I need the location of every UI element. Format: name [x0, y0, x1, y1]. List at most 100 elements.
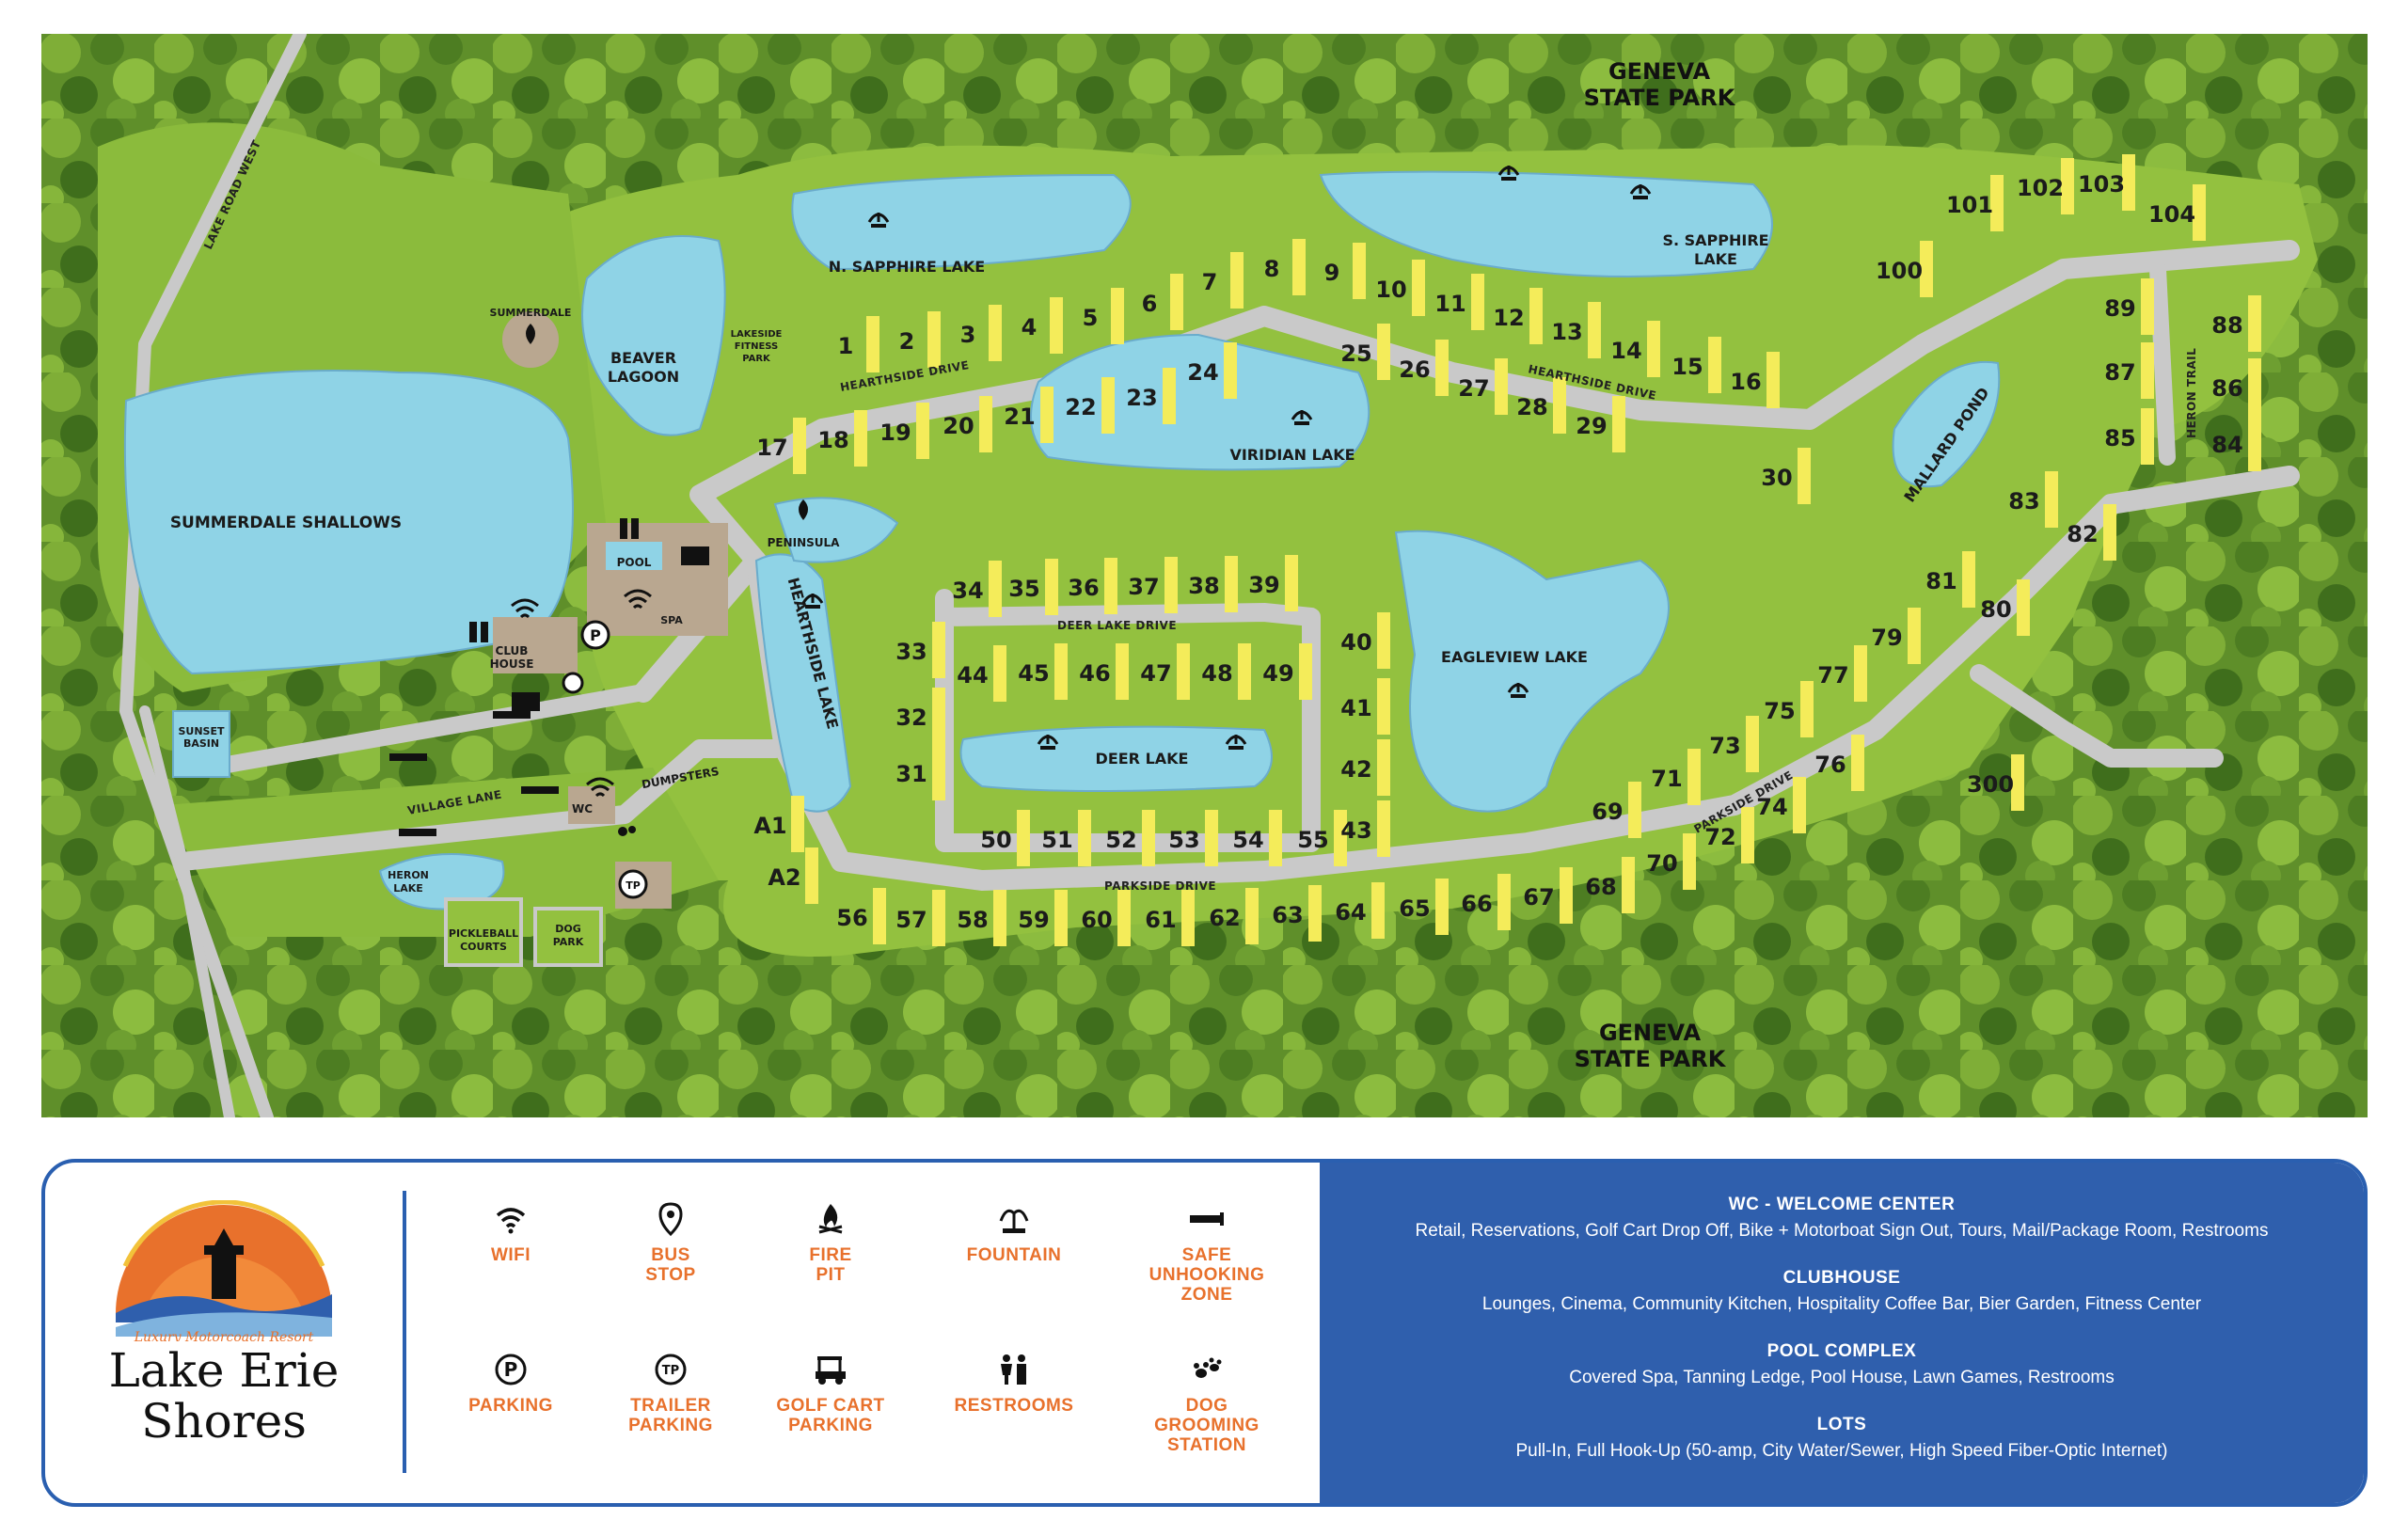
lot-label-58[interactable]: 58 — [957, 907, 988, 933]
lot-label-15[interactable]: 15 — [1671, 354, 1703, 380]
lot-label-28[interactable]: 28 — [1516, 394, 1547, 420]
lot-label-27[interactable]: 27 — [1458, 375, 1489, 402]
lot-label-30[interactable]: 30 — [1761, 465, 1792, 491]
lot-label-72[interactable]: 72 — [1704, 824, 1735, 850]
lot-label-67[interactable]: 67 — [1523, 884, 1554, 911]
lot-label-61[interactable]: 61 — [1145, 907, 1176, 933]
lot-label-82[interactable]: 82 — [2067, 521, 2098, 547]
lot-label-81[interactable]: 81 — [1925, 568, 1956, 594]
lot-label-47[interactable]: 47 — [1140, 660, 1171, 687]
lot-label-84[interactable]: 84 — [2211, 432, 2242, 458]
lot-label-44[interactable]: 44 — [957, 662, 988, 689]
lot-label-14[interactable]: 14 — [1610, 338, 1641, 364]
lot-label-42[interactable]: 42 — [1340, 756, 1371, 783]
lot-label-22[interactable]: 22 — [1065, 394, 1096, 420]
lot-label-35[interactable]: 35 — [1008, 576, 1039, 602]
lot-label-101[interactable]: 101 — [1946, 192, 1993, 218]
lot-label-52[interactable]: 52 — [1105, 827, 1136, 853]
lot-label-300[interactable]: 300 — [1967, 771, 2014, 798]
lot-label-7[interactable]: 7 — [1202, 269, 1218, 295]
lot-label-20[interactable]: 20 — [943, 413, 974, 439]
lot-label-73[interactable]: 73 — [1709, 733, 1740, 759]
lot-label-59[interactable]: 59 — [1018, 907, 1049, 933]
lot-label-64[interactable]: 64 — [1335, 899, 1366, 926]
lot-label-26[interactable]: 26 — [1399, 356, 1430, 383]
lot-label-74[interactable]: 74 — [1756, 794, 1787, 820]
lot-label-63[interactable]: 63 — [1272, 902, 1303, 928]
lot-label-103[interactable]: 103 — [2078, 171, 2125, 198]
lot-label-104[interactable]: 104 — [2148, 201, 2195, 228]
lot-label-8[interactable]: 8 — [1264, 256, 1280, 282]
lot-label-31[interactable]: 31 — [895, 761, 927, 787]
lot-label-51[interactable]: 51 — [1041, 827, 1072, 853]
lot-label-55[interactable]: 55 — [1297, 827, 1328, 853]
lot-pad-60 — [1117, 890, 1131, 946]
lot-label-45[interactable]: 45 — [1018, 660, 1049, 687]
lot-label-86[interactable]: 86 — [2211, 375, 2242, 402]
lot-label-49[interactable]: 49 — [1262, 660, 1293, 687]
lot-label-34[interactable]: 34 — [952, 578, 983, 604]
lot-label-75[interactable]: 75 — [1764, 698, 1795, 724]
lot-label-12[interactable]: 12 — [1493, 305, 1524, 331]
lot-label-A1[interactable]: A1 — [753, 813, 786, 839]
lot-label-5[interactable]: 5 — [1083, 305, 1099, 331]
lot-label-102[interactable]: 102 — [2017, 175, 2064, 201]
lot-label-56[interactable]: 56 — [836, 905, 867, 931]
lot-label-38[interactable]: 38 — [1188, 573, 1219, 599]
lot-label-40[interactable]: 40 — [1340, 629, 1371, 656]
lot-label-89[interactable]: 89 — [2104, 295, 2135, 322]
lot-label-57[interactable]: 57 — [895, 907, 927, 933]
lot-label-37[interactable]: 37 — [1128, 574, 1159, 600]
lot-label-87[interactable]: 87 — [2104, 359, 2135, 386]
lot-pad-74 — [1793, 777, 1806, 833]
lot-label-6[interactable]: 6 — [1142, 291, 1158, 317]
lot-label-65[interactable]: 65 — [1399, 895, 1430, 922]
lot-label-21[interactable]: 21 — [1004, 404, 1035, 430]
lot-label-39[interactable]: 39 — [1248, 572, 1279, 598]
lot-label-1[interactable]: 1 — [838, 333, 854, 359]
lot-label-41[interactable]: 41 — [1340, 695, 1371, 721]
lot-label-9[interactable]: 9 — [1324, 260, 1340, 286]
lot-label-77[interactable]: 77 — [1817, 662, 1848, 689]
lot-label-50[interactable]: 50 — [980, 827, 1011, 853]
lot-label-A2[interactable]: A2 — [768, 864, 800, 891]
lot-label-25[interactable]: 25 — [1340, 340, 1371, 367]
lot-label-46[interactable]: 46 — [1079, 660, 1110, 687]
lot-label-43[interactable]: 43 — [1340, 817, 1371, 844]
lot-label-76[interactable]: 76 — [1814, 752, 1846, 778]
lot-label-11[interactable]: 11 — [1434, 291, 1465, 317]
lot-label-19[interactable]: 19 — [879, 420, 911, 446]
lot-label-68[interactable]: 68 — [1585, 874, 1616, 900]
lot-label-18[interactable]: 18 — [817, 427, 848, 453]
lot-label-100[interactable]: 100 — [1876, 258, 1923, 284]
lot-label-70[interactable]: 70 — [1646, 850, 1677, 877]
lot-label-62[interactable]: 62 — [1209, 905, 1240, 931]
lot-label-54[interactable]: 54 — [1232, 827, 1263, 853]
lot-label-32[interactable]: 32 — [895, 705, 927, 731]
wifi-icon — [511, 598, 539, 619]
lot-label-33[interactable]: 33 — [895, 639, 927, 665]
lot-label-24[interactable]: 24 — [1187, 359, 1218, 386]
lot-label-53[interactable]: 53 — [1168, 827, 1199, 853]
lot-label-83[interactable]: 83 — [2008, 488, 2039, 515]
lot-label-23[interactable]: 23 — [1126, 385, 1157, 411]
lot-label-16[interactable]: 16 — [1730, 369, 1761, 395]
lot-label-3[interactable]: 3 — [960, 322, 976, 348]
lot-label-71[interactable]: 71 — [1651, 766, 1682, 792]
lot-label-88[interactable]: 88 — [2211, 312, 2242, 339]
lot-label-2[interactable]: 2 — [899, 328, 915, 355]
lot-label-17[interactable]: 17 — [756, 435, 787, 461]
lot-label-36[interactable]: 36 — [1068, 575, 1099, 601]
lot-label-85[interactable]: 85 — [2104, 425, 2135, 451]
lot-label-48[interactable]: 48 — [1201, 660, 1232, 687]
lot-label-29[interactable]: 29 — [1576, 413, 1607, 439]
lot-label-66[interactable]: 66 — [1461, 891, 1492, 917]
lot-label-4[interactable]: 4 — [1022, 314, 1038, 340]
lot-label-60[interactable]: 60 — [1081, 907, 1112, 933]
lot-label-80[interactable]: 80 — [1980, 596, 2011, 623]
lot-label-10[interactable]: 10 — [1375, 277, 1406, 303]
lot-label-69[interactable]: 69 — [1592, 799, 1623, 825]
lot-label-79[interactable]: 79 — [1871, 625, 1902, 651]
lot-label-13[interactable]: 13 — [1551, 319, 1582, 345]
